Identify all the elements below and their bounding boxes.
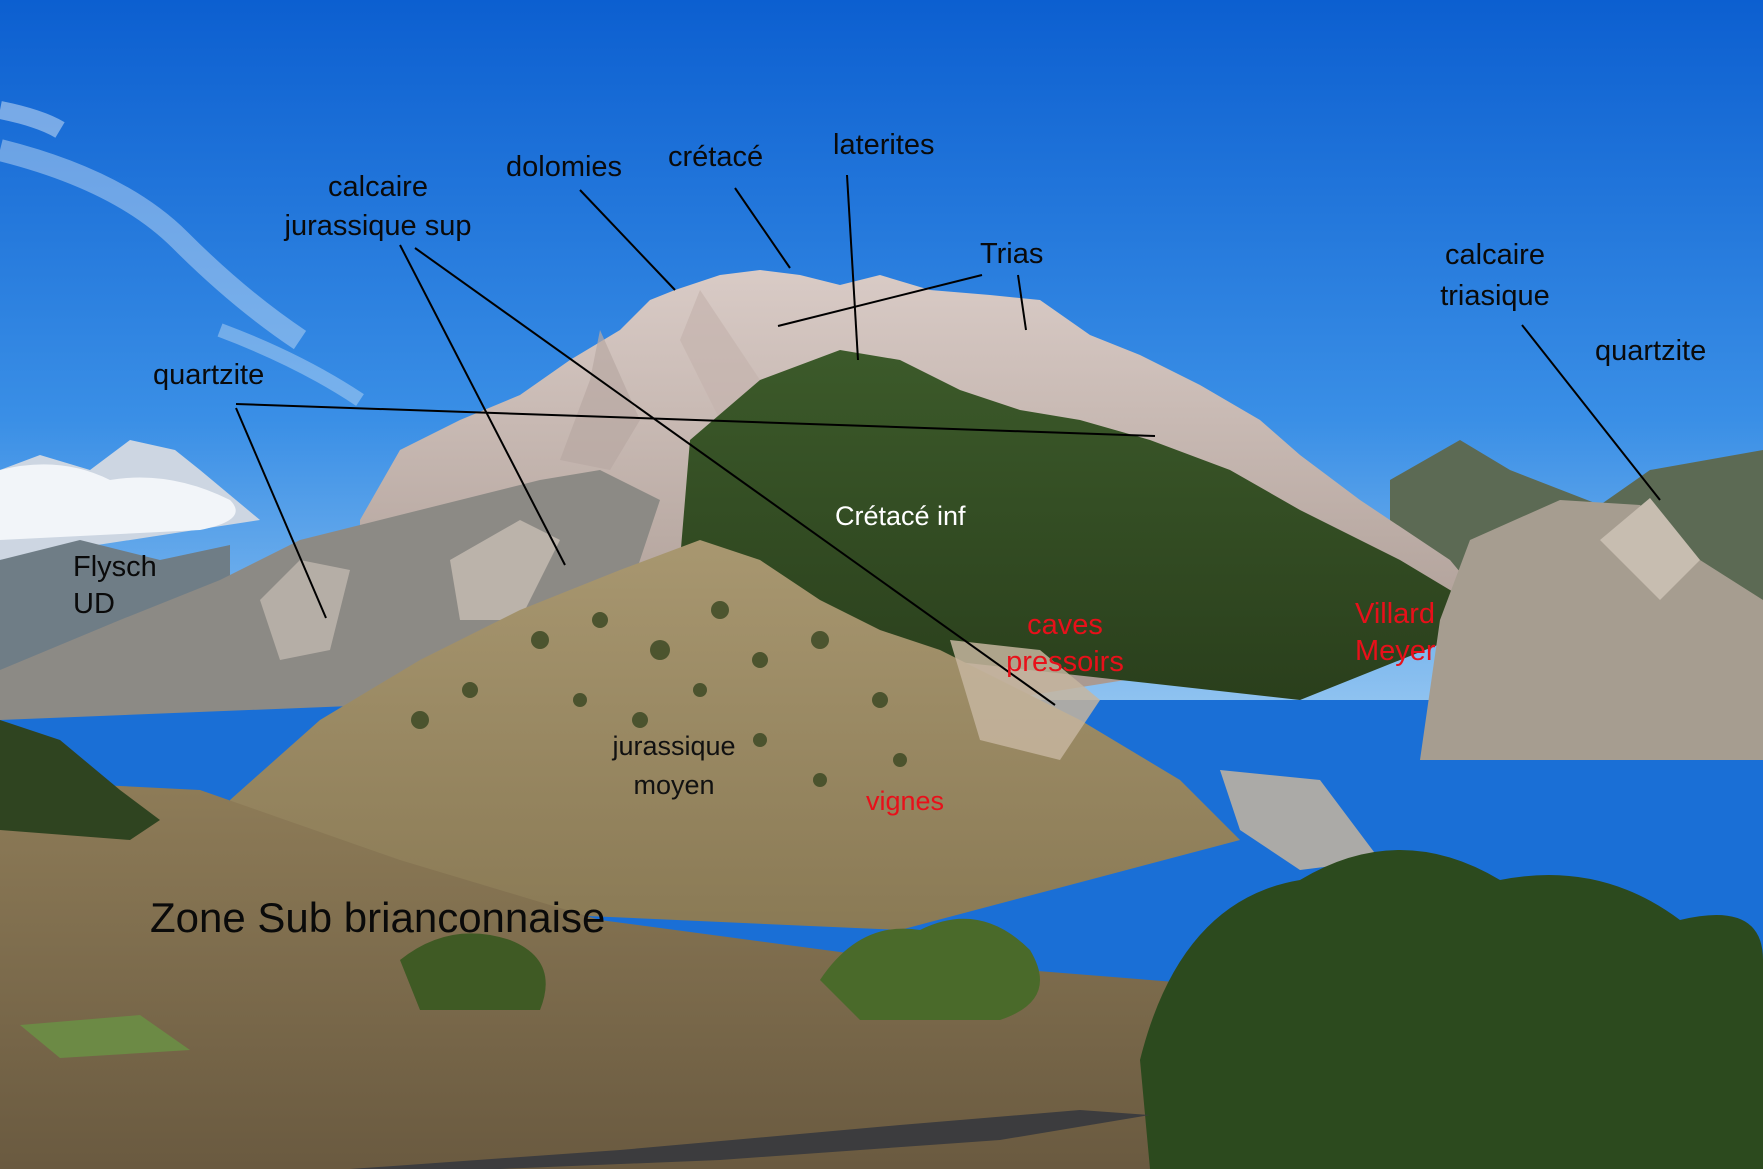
road (350, 1110, 1150, 1169)
foreground-shrubs (400, 933, 546, 1010)
label-line: calcaire (328, 171, 428, 203)
label-line: Meyer (1355, 635, 1436, 668)
rock-outcrop (950, 640, 1100, 760)
tree-scatter (411, 601, 907, 787)
cloud-streak (0, 139, 307, 350)
label-cretace-inf: Crétacé inf (835, 501, 966, 531)
label-laterites: laterites (833, 129, 935, 161)
foreground-trees (1140, 850, 1763, 1169)
cliff-shade (560, 330, 640, 470)
left-ridge-cliffs (260, 560, 350, 660)
label-calcaire-jurassique-sup: calcaire jurassique sup (268, 170, 488, 245)
label-line: UD (73, 588, 115, 621)
left-ridge-cliffs (450, 520, 560, 620)
label-line: triasique (1440, 280, 1550, 313)
label-quartzite-left: quartzite (153, 359, 265, 391)
right-crag-peak (1600, 498, 1700, 600)
label-quartzite-right: quartzite (1595, 335, 1707, 367)
cloud-streak (0, 101, 65, 138)
cliff-shade (680, 290, 760, 420)
annotation-lines (235, 174, 1661, 706)
foreground-trees (820, 918, 1040, 1020)
cloud-streak (217, 323, 364, 406)
foreground-hill (230, 540, 1240, 930)
label-line: calcaire (1445, 239, 1545, 271)
label-jurassique-moyen: jurassique moyen (594, 730, 754, 802)
label-line: Flysch (73, 551, 157, 583)
label-villard-meyer: Villard Meyer (1355, 597, 1436, 670)
label-line: jurassique (612, 731, 736, 761)
label-caves-pressoirs: caves pressoirs (990, 608, 1140, 681)
label-line: jurassique sup (284, 210, 472, 243)
label-line: caves (1027, 609, 1103, 641)
label-zone-sub-brianconnaise: Zone Sub brianconnaise (150, 894, 606, 941)
grass-patch (20, 1015, 190, 1058)
label-dolomies: dolomies (506, 151, 623, 183)
label-calcaire-triasique: calcaire triasique (1420, 238, 1570, 315)
rock-outcrop (1220, 770, 1380, 870)
forest-slope (680, 350, 1500, 700)
label-cretace: crétacé (668, 141, 764, 173)
label-vignes: vignes (866, 786, 945, 816)
label-flysch-ud: Flysch UD (73, 550, 157, 623)
label-line: Villard (1355, 598, 1436, 630)
label-line: pressoirs (1006, 646, 1124, 679)
label-line: moyen (633, 769, 715, 800)
left-forest (0, 720, 160, 840)
label-trias: Trias (980, 238, 1044, 270)
cloud-bank (0, 464, 236, 540)
